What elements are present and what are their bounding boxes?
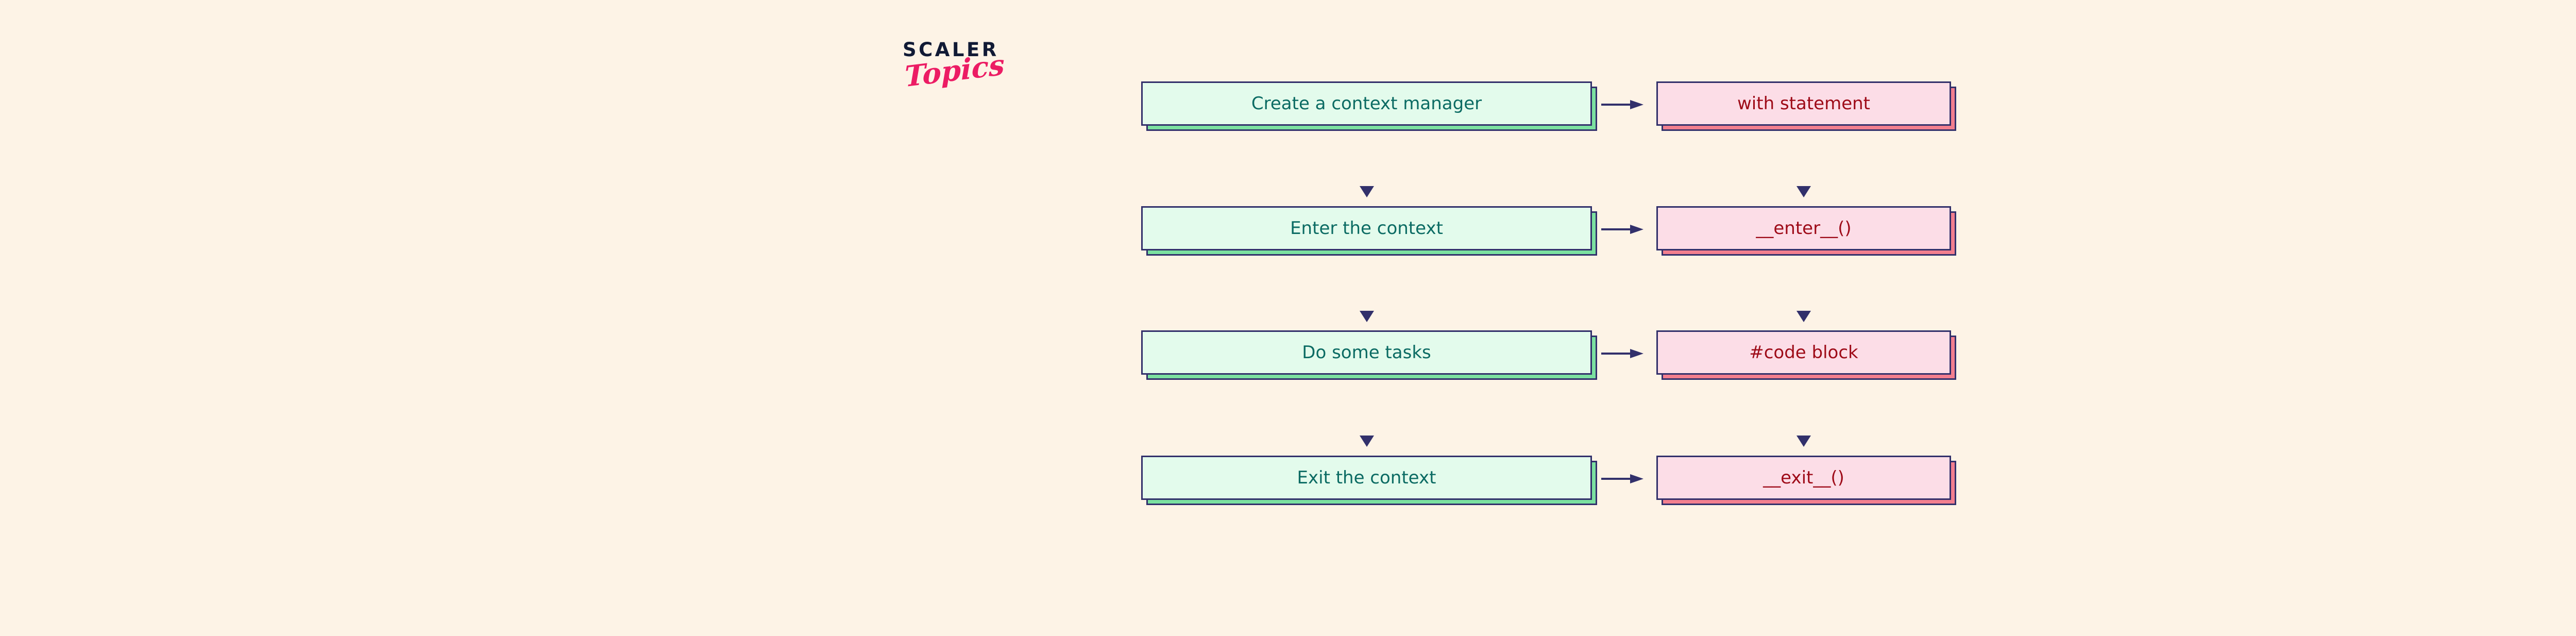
scaler-topics-logo: SCALER Topics [903,40,1047,133]
flow-code-label: #code block [1749,342,1858,363]
flow-code-node[interactable]: __enter__() [1656,206,1951,250]
arrow-head [1630,474,1643,483]
arrow-right-icon [1601,349,1648,358]
arrow-down-icon [1360,311,1374,322]
flow-code-label: __exit__() [1763,467,1844,488]
arrow-shaft [1601,104,1631,106]
logo-wordmark-scaler: SCALER [903,39,999,61]
arrow-right-icon [1601,225,1648,234]
flow-code-node[interactable]: #code block [1656,330,1951,375]
flow-code-node[interactable]: __exit__() [1656,456,1951,500]
flow-step-label: Enter the context [1290,218,1443,239]
arrow-head [1630,225,1643,234]
flow-code-node[interactable]: with statement [1656,81,1951,126]
flow-step-label: Exit the context [1297,467,1436,488]
flow-step-label: Create a context manager [1251,93,1482,114]
arrow-shaft [1601,353,1631,355]
flow-step-node[interactable]: Do some tasks [1141,330,1592,375]
arrow-down-icon [1797,436,1811,447]
arrow-down-icon [1360,186,1374,197]
arrow-head [1630,100,1643,109]
arrow-right-icon [1601,474,1648,483]
arrow-head [1630,349,1643,358]
flow-step-node[interactable]: Enter the context [1141,206,1592,250]
arrow-shaft [1601,228,1631,230]
flow-step-node[interactable]: Exit the context [1141,456,1592,500]
flow-step-node[interactable]: Create a context manager [1141,81,1592,126]
arrow-down-icon [1797,186,1811,197]
arrow-shaft [1601,478,1631,480]
arrow-down-icon [1360,436,1374,447]
flow-code-label: with statement [1737,93,1870,114]
flow-step-label: Do some tasks [1302,342,1431,363]
arrow-right-icon [1601,100,1648,109]
arrow-down-icon [1797,311,1811,322]
flow-code-label: __enter__() [1756,218,1852,239]
